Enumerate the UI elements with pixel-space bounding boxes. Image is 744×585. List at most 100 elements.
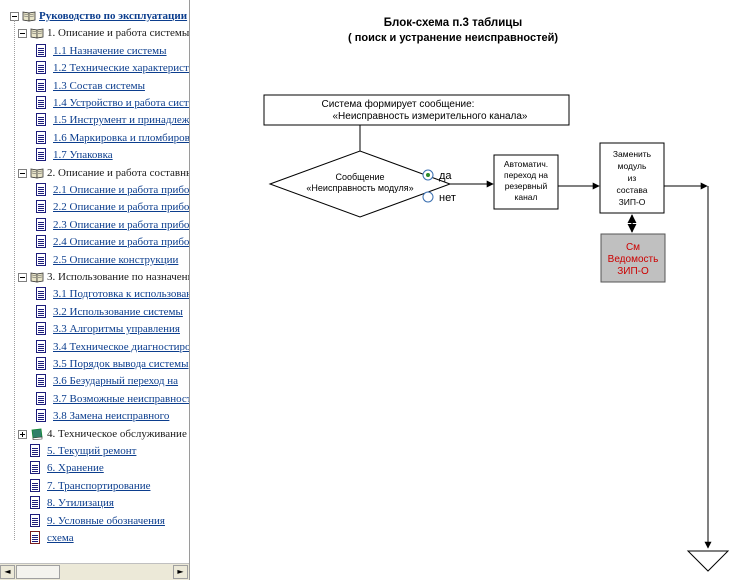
see-line3: ЗИП-О — [617, 266, 649, 277]
toc-item[interactable]: 9. Условные обозначения — [0, 513, 189, 530]
document-icon — [36, 253, 46, 266]
open-book-icon — [30, 168, 44, 179]
document-icon — [36, 409, 46, 422]
toc-item[interactable]: Руководство по эксплуатации — [0, 8, 189, 25]
toc-item[interactable]: схема — [0, 530, 189, 547]
toc-item[interactable]: 3. Использование по назначению — [0, 269, 189, 286]
document-icon — [30, 496, 40, 509]
toc-item[interactable]: 2.5 Описание конструкции — [0, 252, 189, 269]
toc-item-label[interactable]: 2.1 Описание и работа приборов — [53, 184, 189, 196]
toc-item-label: 3. Использование по назначению — [47, 271, 189, 283]
toc-item[interactable]: 2.1 Описание и работа приборов — [0, 182, 189, 199]
scroll-thumb[interactable] — [16, 565, 60, 579]
toc-item[interactable]: 3.8 Замена неисправного — [0, 408, 189, 425]
toc-item-label[interactable]: 3.5 Порядок вывода системы — [53, 358, 189, 370]
toc-item[interactable]: 3.4 Техническое диагностирование — [0, 339, 189, 356]
toc-item-label[interactable]: 3.8 Замена неисправного — [53, 410, 170, 422]
see-line1: См — [626, 242, 640, 253]
document-icon — [30, 479, 40, 492]
scroll-left-icon: ◄ — [4, 567, 11, 576]
document-icon — [30, 461, 40, 474]
system-message-box — [263, 94, 570, 126]
toc-item[interactable]: 6. Хранение — [0, 460, 189, 477]
toc-item-label[interactable]: 7. Транспортирование — [47, 480, 151, 492]
toc-item[interactable]: 1.4 Устройство и работа системы — [0, 95, 189, 112]
replace-line5: ЗИП-О — [619, 197, 646, 207]
toc-item[interactable]: 3.2 Использование системы — [0, 304, 189, 321]
toc-item-label[interactable]: 1.5 Инструмент и принадлежности — [53, 114, 189, 126]
replace-line4: состава — [617, 185, 648, 195]
flowchart-pane: Блок-схема п.3 таблицы ( поиск и устране… — [190, 0, 744, 580]
toc-item[interactable]: 3.1 Подготовка к использованию — [0, 286, 189, 303]
document-icon — [36, 148, 46, 161]
toc-item-label[interactable]: 2.5 Описание конструкции — [53, 254, 179, 266]
toc-item[interactable]: 5. Текущий ремонт — [0, 443, 189, 460]
toc-item-label[interactable]: 9. Условные обозначения — [47, 515, 165, 527]
document-icon — [36, 113, 46, 126]
toc-tree: Руководство по эксплуатации 1. Описание и… — [0, 0, 189, 564]
collapse-icon[interactable] — [18, 273, 27, 282]
toc-item[interactable]: 7. Транспортирование — [0, 478, 189, 495]
document-icon — [36, 200, 46, 213]
toc-item-label[interactable]: 2.2 Описание и работа приборов — [53, 201, 189, 213]
toc-item-label[interactable]: 8. Утилизация — [47, 497, 114, 509]
toc-item-label[interactable]: схема — [47, 532, 74, 544]
toc-item-label[interactable]: 3.3 Алгоритмы управления — [53, 323, 180, 335]
document-icon — [36, 305, 46, 318]
toc-item[interactable]: 8. Утилизация — [0, 495, 189, 512]
toc-item-label[interactable]: 6. Хранение — [47, 462, 104, 474]
toc-item-label[interactable]: 3.1 Подготовка к использованию — [53, 288, 189, 300]
toc-item[interactable]: 1.7 Упаковка — [0, 147, 189, 164]
toc-item[interactable]: 2.4 Описание и работа приборов — [0, 234, 189, 251]
closed-book-icon — [31, 428, 43, 440]
end-triangle — [686, 550, 730, 572]
scroll-left-button[interactable]: ◄ — [0, 565, 15, 579]
toc-item-label[interactable]: 3.7 Возможные неисправности — [53, 393, 189, 405]
no-radio[interactable] — [422, 191, 434, 203]
collapse-icon[interactable] — [18, 169, 27, 178]
toc-item[interactable]: 2.3 Описание и работа приборов — [0, 217, 189, 234]
document-icon — [36, 235, 46, 248]
toc-item[interactable]: 1.2 Технические характеристики — [0, 60, 189, 77]
toc-item[interactable]: 3.5 Порядок вывода системы — [0, 356, 189, 373]
toc-item-label[interactable]: 1.7 Упаковка — [53, 149, 113, 161]
toc-item-label[interactable]: Руководство по эксплуатации — [39, 10, 188, 22]
toc-item-label[interactable]: 1.4 Устройство и работа системы — [53, 97, 189, 109]
toc-item-label[interactable]: 1.3 Состав системы — [53, 80, 145, 92]
toc-item-label[interactable]: 1.2 Технические характеристики — [53, 62, 189, 74]
toc-item[interactable]: 1. Описание и работа системы — [0, 25, 189, 42]
toc-item[interactable]: 3.6 Безударный переход на — [0, 373, 189, 390]
see-zip-box — [600, 233, 666, 283]
scroll-right-icon: ► — [177, 567, 184, 576]
toc-item[interactable]: 2.2 Описание и работа приборов — [0, 199, 189, 216]
toc-item[interactable]: 1.1 Назначение системы — [0, 43, 189, 60]
toc-item[interactable]: 1.3 Состав системы — [0, 78, 189, 95]
expand-icon[interactable] — [18, 430, 27, 439]
toc-item-label[interactable]: 1.1 Назначение системы — [53, 45, 167, 57]
toc-item-label[interactable]: 1.6 Маркировка и пломбирование — [53, 132, 189, 144]
collapse-icon[interactable] — [18, 29, 27, 38]
see-line2: Ведомость — [608, 254, 659, 265]
auto-line3: резервный — [505, 181, 548, 191]
toc-item[interactable]: 1.5 Инструмент и принадлежности — [0, 112, 189, 129]
toc-item-label[interactable]: 3.4 Техническое диагностирование — [53, 341, 189, 353]
open-book-icon — [22, 11, 36, 22]
toc-item-label[interactable]: 3.6 Безударный переход на — [53, 375, 179, 387]
toc-item[interactable]: 4. Техническое обслуживание — [0, 426, 189, 443]
toc-item-label: 1. Описание и работа системы — [47, 27, 189, 39]
toc-sidebar: Руководство по эксплуатации 1. Описание и… — [0, 0, 190, 580]
toc-item[interactable]: 1.6 Маркировка и пломбирование — [0, 130, 189, 147]
toc-item[interactable]: 2. Описание и работа составных частей — [0, 165, 189, 182]
decision-line1: Сообщение — [336, 172, 385, 182]
document-icon — [36, 357, 46, 370]
document-icon — [36, 61, 46, 74]
toc-item[interactable]: 3.3 Алгоритмы управления — [0, 321, 189, 338]
toc-item-label[interactable]: 3.2 Использование системы — [53, 306, 183, 318]
toc-item-label[interactable]: 2.3 Описание и работа приборов — [53, 219, 189, 231]
document-icon — [30, 514, 40, 527]
toc-item-label[interactable]: 2.4 Описание и работа приборов — [53, 236, 189, 248]
scroll-right-button[interactable]: ► — [173, 565, 188, 579]
horizontal-scrollbar[interactable]: ◄ ► — [0, 563, 189, 580]
toc-item-label[interactable]: 5. Текущий ремонт — [47, 445, 137, 457]
toc-item[interactable]: 3.7 Возможные неисправности — [0, 391, 189, 408]
